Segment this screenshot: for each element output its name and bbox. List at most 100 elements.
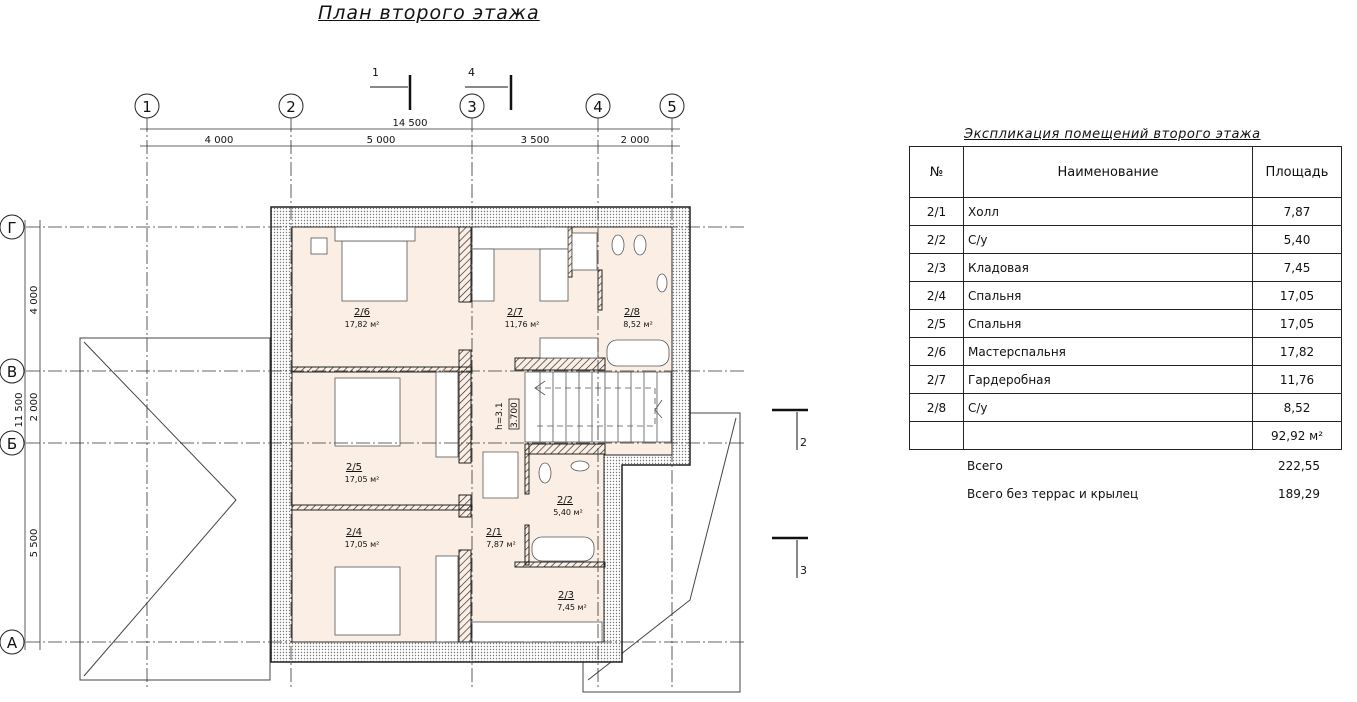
- section-marks: [370, 75, 808, 578]
- cell-area: 17,05: [1252, 309, 1342, 338]
- cell-number: 2/7: [909, 365, 964, 394]
- explication-caption: Экспликация помещений второго этажа: [964, 127, 1261, 142]
- axis-label: А: [7, 634, 18, 652]
- cell-number: 2/3: [909, 253, 964, 282]
- room-area: 5,40 м²: [553, 508, 583, 517]
- table-sum-row: 92,92 м²: [909, 421, 1342, 450]
- dimension-text: 3 500: [521, 135, 550, 146]
- total-value: 189,29: [1278, 487, 1320, 501]
- bed: [334, 377, 401, 447]
- sink: [656, 273, 668, 293]
- cell-number: 2/2: [909, 225, 964, 254]
- room-area: 7,45 м²: [557, 603, 587, 612]
- empty-cell: [963, 421, 1253, 450]
- table-header-row: № Наименование Площадь: [909, 146, 1342, 198]
- cell-area: 7,87: [1252, 197, 1342, 226]
- bidet: [633, 234, 647, 256]
- section-label: 1: [372, 66, 379, 79]
- room-number: 2/2: [557, 495, 573, 506]
- total-label: Всего без террас и крылец: [967, 487, 1139, 501]
- cell-area: 8,52: [1252, 393, 1342, 422]
- cell-name: Холл: [963, 197, 1253, 226]
- room-number: 2/5: [346, 462, 362, 473]
- cell-number: 2/6: [909, 337, 964, 366]
- stair-level: 3.700: [510, 402, 520, 428]
- staircase: [508, 371, 672, 443]
- cell-area: 7,45: [1252, 253, 1342, 282]
- furniture: [310, 226, 670, 636]
- cell-area: 17,05: [1252, 281, 1342, 310]
- cell-sum: 92,92 м²: [1252, 421, 1342, 450]
- room-labels: 2/6 17,82 м² 2/7 11,76 м² 2/8 8,52 м² 2/…: [345, 307, 653, 612]
- col-header-area: Площадь: [1252, 146, 1342, 198]
- cell-name: С/у: [963, 393, 1253, 422]
- section-label: 2: [800, 436, 807, 449]
- dimension-text: 2 000: [621, 135, 650, 146]
- axis-label: В: [7, 363, 17, 381]
- axis-label: Г: [7, 219, 16, 237]
- dimension-text: 4 000: [29, 286, 40, 315]
- dimension-text: 11 500: [14, 393, 25, 428]
- cell-number: 2/1: [909, 197, 964, 226]
- axis-bubbles: [0, 93, 685, 655]
- cell-name: Мастерспальня: [963, 337, 1253, 366]
- cell-number: 2/8: [909, 393, 964, 422]
- room-number: 2/7: [507, 307, 523, 318]
- room-area: 17,05 м²: [345, 475, 380, 484]
- empty-cell: [909, 421, 964, 450]
- cell-number: 2/5: [909, 309, 964, 338]
- dimension-text: 14 500: [393, 118, 428, 129]
- room-number: 2/4: [346, 527, 362, 538]
- dimension-text: 4 000: [205, 135, 234, 146]
- col-header-name: Наименование: [963, 146, 1253, 198]
- axis-label: 4: [593, 98, 603, 116]
- axis-label: 2: [286, 98, 296, 116]
- room-area: 8,52 м²: [623, 320, 653, 329]
- cell-area: 5,40: [1252, 225, 1342, 254]
- sheet-title: План второго этажа: [318, 2, 540, 24]
- room-area: 17,82 м²: [345, 320, 380, 329]
- room-number: 2/1: [486, 527, 502, 538]
- room-area: 7,87 м²: [486, 540, 516, 549]
- dimension-text: 5 500: [29, 529, 40, 558]
- section-label: 4: [468, 66, 475, 79]
- room-number: 2/3: [558, 590, 574, 601]
- room-area: 11,76 м²: [505, 320, 540, 329]
- section-label: 3: [800, 564, 807, 577]
- room-area: 17,05 м²: [345, 540, 380, 549]
- dimension-text: 2 000: [29, 393, 40, 422]
- bed: [334, 566, 401, 636]
- total-value: 222,55: [1278, 459, 1320, 473]
- sink: [570, 460, 590, 472]
- cell-name: Кладовая: [963, 253, 1253, 282]
- cell-area: 11,76: [1252, 365, 1342, 394]
- axis-label: 3: [467, 98, 477, 116]
- stair-height: h=3.1: [495, 402, 505, 430]
- room-number: 2/8: [624, 307, 640, 318]
- col-header-number: №: [909, 146, 964, 198]
- cell-name: Спальня: [963, 281, 1253, 310]
- toilet: [538, 462, 552, 484]
- wardrobes: [435, 226, 603, 643]
- cell-number: 2/4: [909, 281, 964, 310]
- bathtub: [531, 536, 595, 562]
- cell-name: Гардеробная: [963, 365, 1253, 394]
- bathtub: [606, 339, 670, 367]
- cell-name: Спальня: [963, 309, 1253, 338]
- cell-area: 17,82: [1252, 337, 1342, 366]
- axis-label: 5: [667, 98, 677, 116]
- total-label: Всего: [967, 459, 1003, 473]
- interior-walls: [291, 226, 606, 643]
- dimension-lines: [24, 128, 680, 650]
- dimension-text: 5 000: [367, 135, 396, 146]
